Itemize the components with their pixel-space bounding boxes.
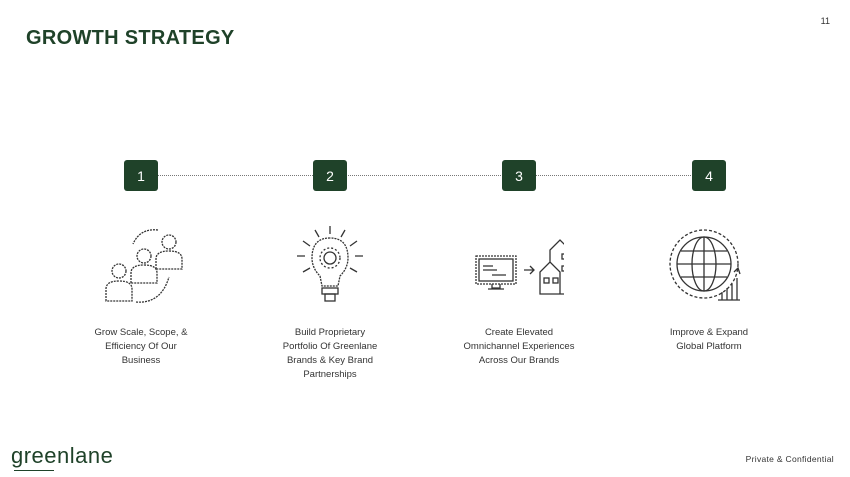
label-line: Brands & Key Brand [286,355,374,366]
timeline-connector [155,175,695,176]
step-label-1: Grow Scale, Scope, & Efficiency Of Our B… [71,326,211,368]
lightbulb-icon [297,226,363,302]
confidential-notice: Private & Confidential [745,454,834,464]
label-line: Grow Scale, Scope, & [94,327,188,338]
globe-growth-icon [669,229,741,301]
label-line: Partnerships [303,369,357,380]
step-badge-2: 2 [313,160,347,191]
greenlane-logo: greenlane [11,443,114,468]
step-badge-1: 1 [124,160,158,191]
label-line: Portfolio Of Greenlane [282,341,378,352]
label-line: Efficiency Of Our [105,341,177,352]
people-cycle-icon [105,229,183,303]
label-line: Across Our Brands [478,355,560,366]
label-line: Omnichannel Experiences [463,341,575,352]
page-title: GROWTH STRATEGY [26,27,235,49]
step-label-3: Create Elevated Omnichannel Experiences … [449,326,589,368]
label-line: Create Elevated [484,327,554,338]
label-line: Improve & Expand [669,327,749,338]
step-label-4: Improve & Expand Global Platform [639,326,779,354]
label-line: Build Proprietary [294,327,366,338]
computer-to-store-icon [475,239,564,295]
label-line: Business [121,355,161,366]
step-label-2: Build Proprietary Portfolio Of Greenlane… [260,326,400,382]
step-badge-3: 3 [502,160,536,191]
label-line: Global Platform [676,341,742,352]
page-number: 11 [820,16,830,26]
logo-underline [14,470,54,471]
step-badge-4: 4 [692,160,726,191]
